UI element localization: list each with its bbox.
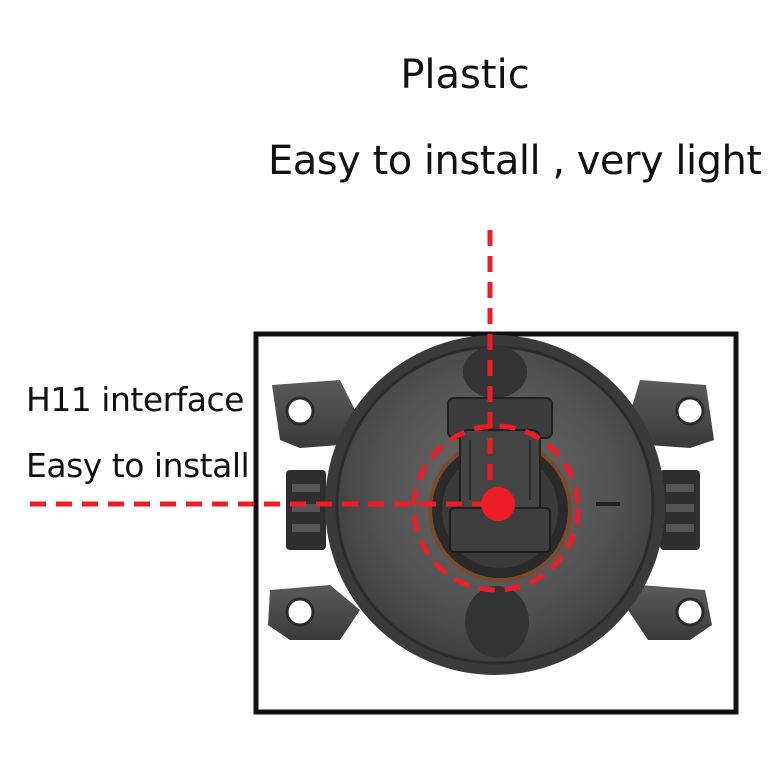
callout-subtitle-light: Easy to install , very light <box>268 138 762 184</box>
side-clips <box>286 470 700 550</box>
center-marker-dot <box>481 487 515 521</box>
callout-markers <box>30 230 581 593</box>
callout-title-plastic: Plastic <box>400 52 530 98</box>
callout-easy-install: Easy to install <box>26 446 250 485</box>
mounting-brackets <box>268 380 714 640</box>
top-tab <box>463 346 527 398</box>
callout-h11-interface: H11 interface <box>26 380 244 419</box>
bottom-tab <box>465 586 529 658</box>
h11-connector <box>447 397 553 553</box>
